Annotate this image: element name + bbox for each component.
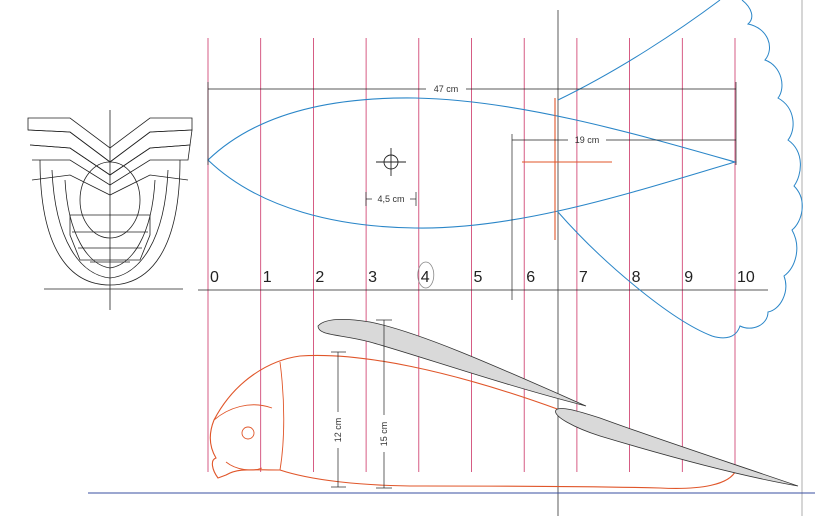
ruler-label-8: 8 [632,269,641,286]
tail-spar [522,98,612,240]
dimension-15cm-label: 15 cm [379,422,389,447]
front-view-hull [39,159,181,286]
ruler-label-1: 1 [263,269,272,286]
dimension-15cm [376,319,392,489]
front-view [27,110,193,310]
dimension-12cm-label: 12 cm [333,418,343,443]
front-view-keel [69,214,151,261]
eye-icon [241,426,255,440]
front-view-wing-layer [29,144,191,186]
ruler-label-3: 3 [368,269,377,286]
dimension-19cm [511,134,736,300]
ruler-label-7: 7 [579,269,588,286]
ruler-label-2: 2 [315,269,324,286]
ruler-label-6: 6 [526,269,535,286]
fuselage-outline-side [209,354,737,489]
dimension-12cm [331,351,346,488]
dimension-4-5cm-label: 4,5 cm [377,194,404,204]
ruler-labels: 0 1 2 3 4 5 6 7 8 9 10 [210,261,755,289]
ruler-label-4: 4 [421,269,430,286]
station-lines [207,38,736,472]
stabilizer-airfoil [555,408,799,487]
ruler-highlight-circle [417,261,435,289]
cg-crosshair-icon [376,148,406,176]
ruler-label-5: 5 [474,269,483,286]
front-view-keel-line [72,231,148,263]
front-view-body-ellipse [79,161,141,239]
wing-airfoil [317,318,587,407]
dimension-47cm [207,82,737,165]
dimension-47cm-label: 47 cm [434,84,459,94]
tail-outline [557,0,803,339]
front-view-wing-layer [31,174,189,196]
ruler-label-9: 9 [684,269,693,286]
ruler-label-0: 0 [210,269,219,286]
fuselage-outline-top [207,97,737,229]
front-view-hull-inner [51,169,169,279]
dimension-19cm-label: 19 cm [575,135,600,145]
dimension-4-5cm [365,192,417,206]
head-detail [213,361,285,471]
front-view-hull-inner [64,179,156,269]
ruler-label-10: 10 [737,269,755,286]
